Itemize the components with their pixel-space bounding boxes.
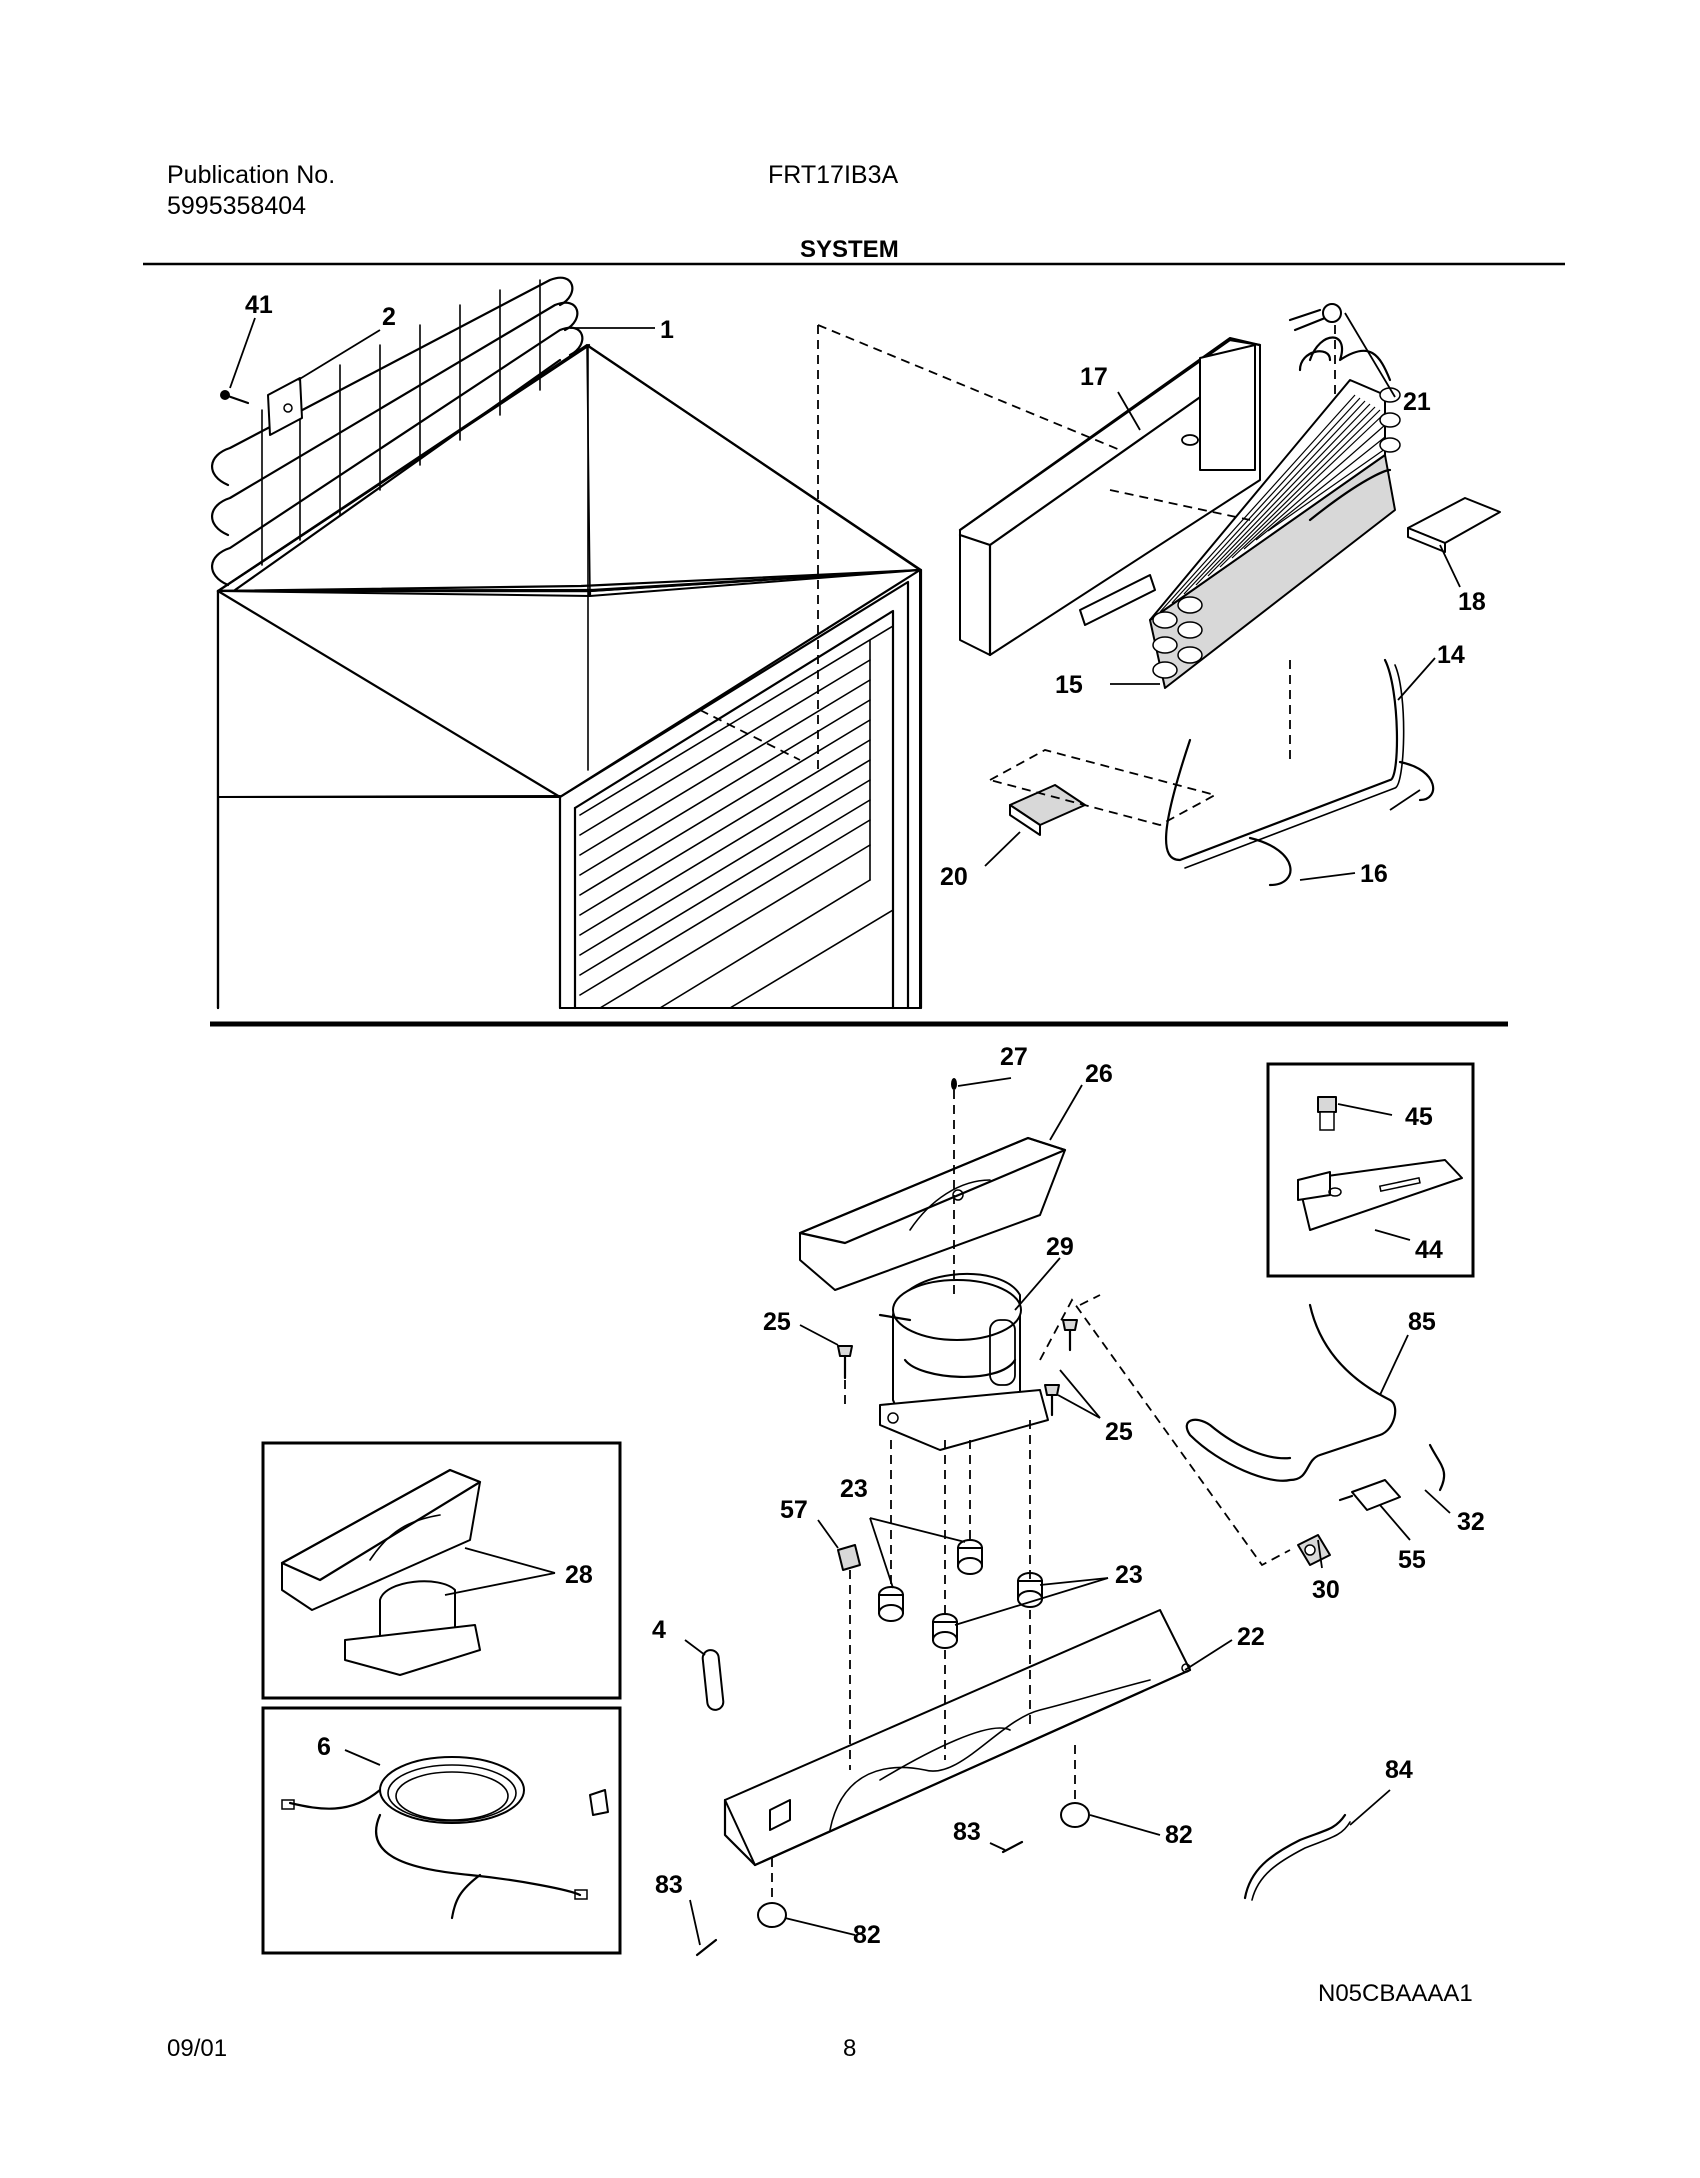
callout-82-right: 82: [1165, 1821, 1193, 1849]
callout-44: 44: [1415, 1236, 1443, 1264]
cord-32: [1428, 1443, 1446, 1492]
evaporator-pad-20: [1009, 784, 1086, 836]
cabinet-liner-ribs: [579, 625, 894, 1009]
inset-bracket-44: [1297, 1159, 1463, 1231]
callout-21: 21: [1403, 388, 1431, 416]
compressor-bolts: [837, 1078, 1078, 1417]
base-screws: [695, 1840, 1024, 1957]
publication-number: 5995358404: [167, 192, 307, 220]
drain-pan: [798, 1136, 1067, 1291]
callout-25-left: 25: [763, 1308, 791, 1336]
callout-84: 84: [1385, 1756, 1413, 1784]
inset-frame-44-45: [1266, 1062, 1475, 1278]
callout-41: 41: [245, 291, 273, 319]
cabinet-drawing: [216, 343, 923, 1010]
evaporator-coil: [1149, 336, 1401, 689]
callout-26: 26: [1085, 1060, 1113, 1088]
mounting-screw-41: [220, 390, 250, 405]
footer-date: 09/01: [167, 2035, 228, 2062]
section-title: SYSTEM: [800, 236, 899, 263]
overload-protector: [1338, 1479, 1401, 1511]
callout-4: 4: [652, 1616, 666, 1644]
callout-23-upper: 23: [840, 1475, 868, 1503]
inset-frame-6: [261, 1706, 622, 1955]
compressor-grommets: [878, 1539, 1043, 1649]
tube-85: [1185, 1303, 1397, 1482]
base-plate: [723, 1609, 1192, 1867]
inset-drain-pan-28: [280, 1468, 482, 1676]
callout-17: 17: [1080, 363, 1108, 391]
callout-45: 45: [1405, 1103, 1433, 1131]
clip-57: [837, 1544, 861, 1571]
inset-screw-45: [1317, 1096, 1337, 1131]
callout-82-left: 82: [853, 1921, 881, 1949]
callout-29: 29: [1046, 1233, 1074, 1261]
model-number: FRT17IB3A: [768, 161, 899, 189]
callout-2: 2: [382, 303, 396, 331]
base-feet: [757, 1802, 1090, 1928]
leader-lines: [229, 312, 1461, 1946]
evaporator-cover: [958, 337, 1262, 657]
callout-16: 16: [1360, 860, 1388, 888]
diagram-code: N05CBAAAA1: [1318, 1980, 1473, 2007]
page-number: 8: [843, 2035, 857, 2062]
compressor: [878, 1273, 1049, 1451]
inset-frame-28: [261, 1441, 622, 1700]
publication-label: Publication No.: [167, 161, 336, 189]
callout-15: 15: [1055, 671, 1083, 699]
callout-1: 1: [660, 316, 674, 344]
callout-30: 30: [1312, 1576, 1340, 1604]
callout-32: 32: [1457, 1508, 1485, 1536]
condenser-bracket: [267, 377, 303, 436]
callout-20: 20: [940, 863, 968, 891]
callout-14: 14: [1437, 641, 1465, 669]
callout-85: 85: [1408, 1308, 1436, 1336]
callout-22: 22: [1237, 1623, 1265, 1651]
callout-6: 6: [317, 1733, 331, 1761]
defrost-heater: [1164, 658, 1435, 887]
start-relay: [1297, 1534, 1331, 1566]
thermostat-bulb: [1288, 303, 1342, 332]
tube-84: [1243, 1813, 1351, 1901]
callout-18: 18: [1458, 588, 1486, 616]
callout-numbers: 41 2 1 17 21 18 15 14 20 16 27 26 45 44 …: [245, 291, 1486, 1949]
callout-28: 28: [565, 1561, 593, 1589]
callout-27: 27: [1000, 1043, 1028, 1071]
callout-57: 57: [780, 1496, 808, 1524]
condenser-coil: [211, 276, 584, 592]
filter-drier: [701, 1649, 725, 1711]
callout-83-left: 83: [655, 1871, 683, 1899]
evaporator-block-18: [1407, 497, 1501, 553]
callout-83-right: 83: [953, 1818, 981, 1846]
inset-power-cord-6: [281, 1756, 609, 1920]
callout-25-right: 25: [1105, 1418, 1133, 1446]
callout-55: 55: [1398, 1546, 1426, 1574]
callout-23-lower: 23: [1115, 1561, 1143, 1589]
